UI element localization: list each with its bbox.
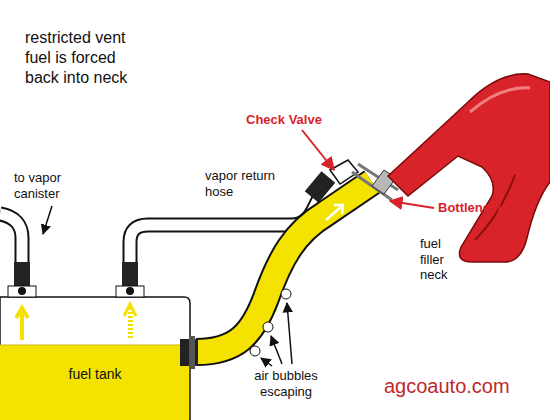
- tank-label: fuel tank: [35, 366, 155, 382]
- fuel-nozzle: [372, 74, 550, 262]
- watermark: agcoauto.com: [384, 374, 544, 398]
- part-label: fuel filler neck: [420, 236, 465, 283]
- callout-label: to vapor canister: [14, 170, 94, 201]
- vapor-return-hose: [116, 160, 358, 340]
- leader-lines: [43, 130, 434, 366]
- filler-neck: [180, 164, 398, 369]
- tank-label-box: fuel tank: [35, 366, 155, 386]
- canister-hose: [0, 214, 36, 340]
- callout-label: Bottleneck: [438, 200, 538, 216]
- fuel-tank: [0, 297, 190, 420]
- part-label: vapor return hose: [205, 168, 279, 199]
- callout-label: air bubbles escaping: [236, 368, 336, 399]
- note-text: restricted vent fuel is forced back into…: [25, 28, 153, 88]
- callout-label: Check Valve: [246, 112, 356, 128]
